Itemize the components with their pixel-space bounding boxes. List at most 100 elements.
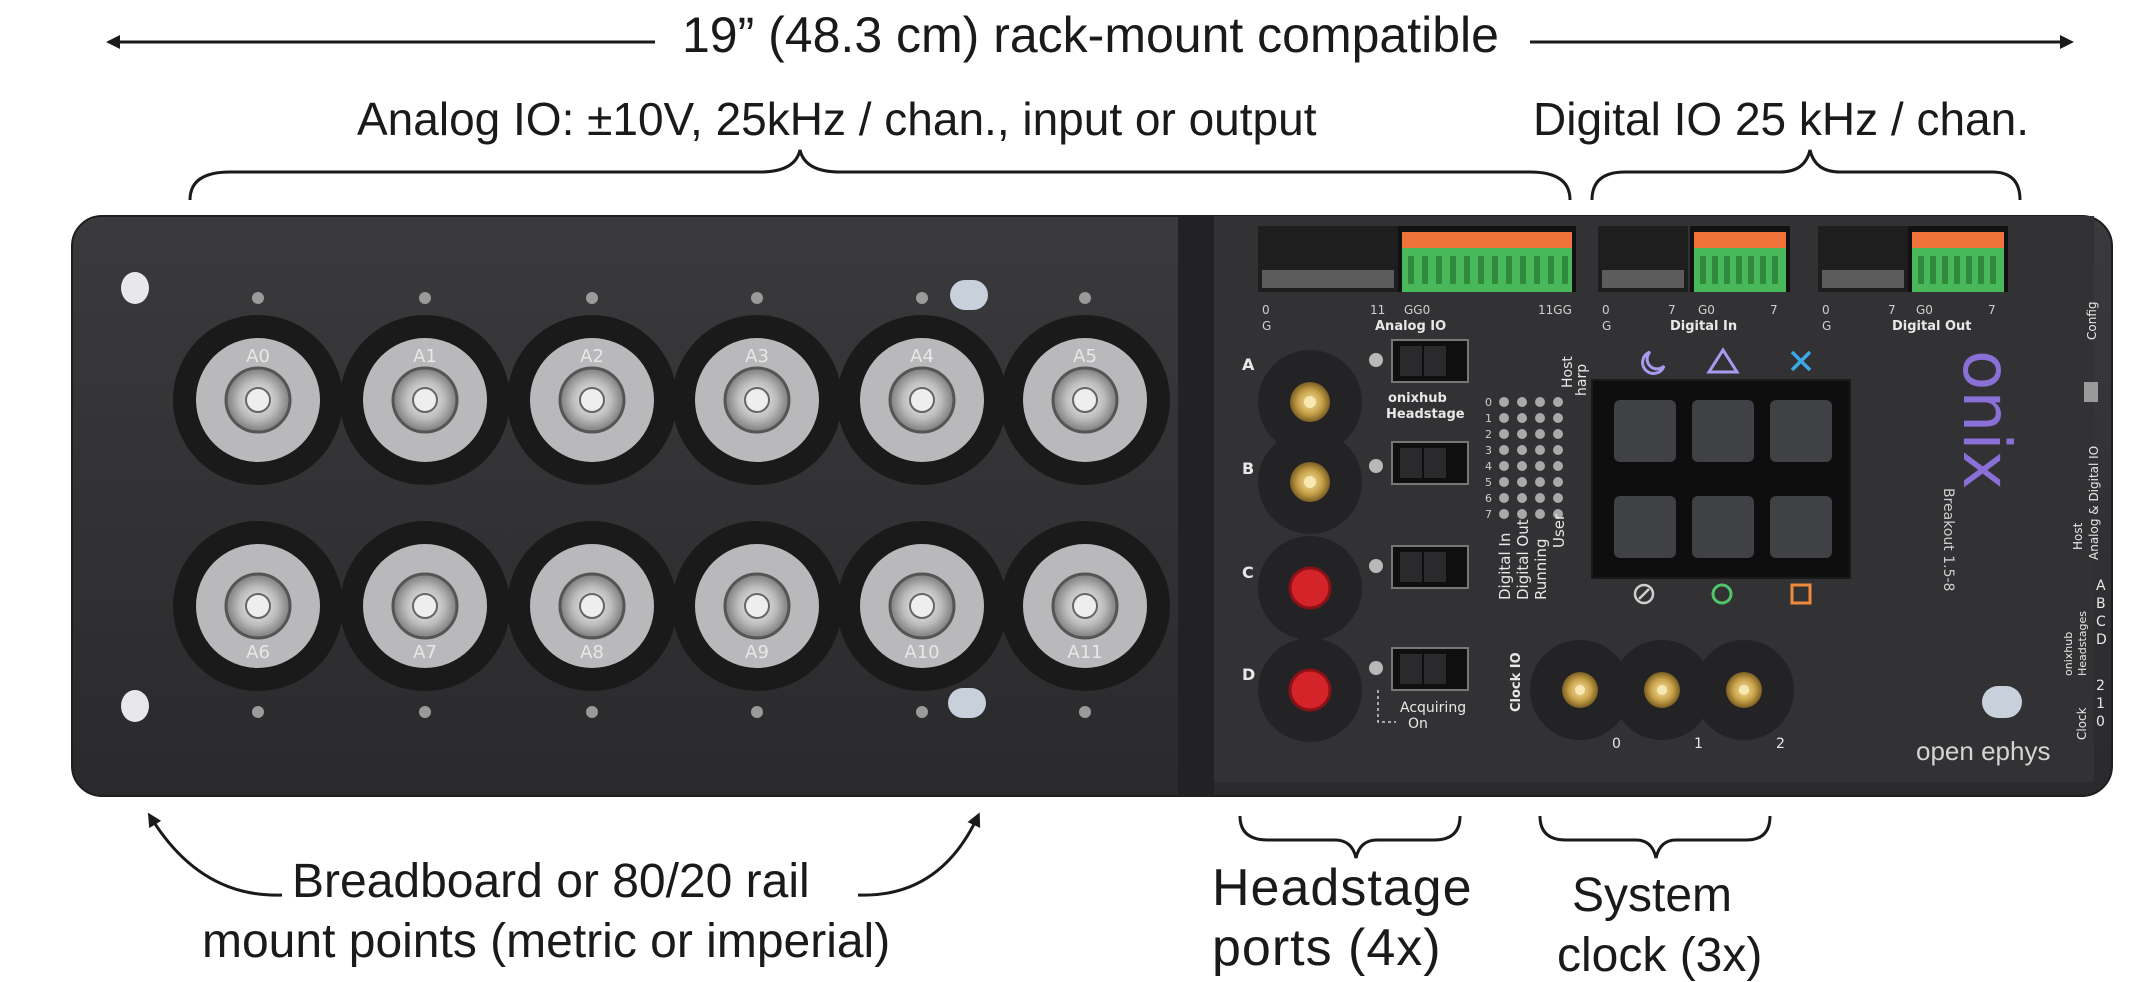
button-key-2[interactable] (1692, 400, 1754, 462)
headstage-port-a[interactable] (1258, 350, 1362, 454)
headstage-port-c[interactable] (1258, 536, 1362, 640)
svg-text:2: 2 (1485, 428, 1492, 441)
cross-icon (1790, 350, 1812, 372)
port-letter: B (1242, 459, 1254, 478)
bnc-row-bottom: A6 A7 A8 A9 A10 A11 (173, 521, 1170, 691)
analog-io-label: Analog IO: ±10V, 25kHz / chan., input or… (357, 93, 1317, 145)
svg-text:11GG: 11GG (1538, 303, 1572, 317)
system-clock-label-line2: clock (3x) (1557, 929, 1763, 982)
bnc-connector[interactable]: A11 (1000, 521, 1170, 691)
bnc-label: A6 (246, 642, 270, 663)
port-switch[interactable] (1391, 545, 1469, 589)
port-switch[interactable] (1391, 647, 1469, 691)
panel-divider (1178, 216, 1214, 796)
svg-text:7: 7 (1668, 303, 1676, 317)
bnc-label: A4 (910, 346, 934, 367)
bnc-label: A3 (745, 346, 769, 367)
bnc-label: A0 (246, 346, 270, 367)
button-key-1[interactable] (1614, 400, 1676, 462)
side-analog-digital-label: Analog & Digital IO (2087, 446, 2101, 560)
led-matrix (1499, 397, 1563, 519)
headstage-small-label: Headstage (1386, 407, 1465, 422)
svg-text:1: 1 (2096, 696, 2105, 712)
bnc-connector[interactable]: A3 (672, 315, 842, 485)
button-key-5[interactable] (1692, 496, 1754, 558)
bnc-connector[interactable]: A8 (507, 521, 677, 691)
bnc-label: A7 (413, 642, 437, 663)
svg-text:G0: G0 (1916, 303, 1933, 317)
mount-slot-top[interactable] (950, 280, 988, 310)
svg-text:G: G (1822, 319, 1831, 333)
port-letter: C (1242, 563, 1254, 582)
clock-connector-1[interactable] (1612, 640, 1712, 740)
svg-text:GG0: GG0 (1404, 303, 1430, 317)
mount-slot-bottom[interactable] (948, 688, 986, 718)
bnc-connector[interactable]: A9 (672, 521, 842, 691)
bnc-connector[interactable]: A6 (173, 521, 343, 691)
button-key-6[interactable] (1770, 496, 1832, 558)
svg-text:0: 0 (1822, 303, 1830, 317)
clock-io-label: Clock IO (1509, 652, 1524, 712)
bnc-connector[interactable]: A1 (340, 315, 510, 485)
bnc-connector[interactable]: A10 (837, 521, 1007, 691)
bnc-row-top: A0 A1 A2 A3 A4 A5 (173, 315, 1170, 485)
bnc-label: A11 (1067, 642, 1102, 663)
port-switch[interactable] (1391, 339, 1469, 383)
clock-connector-0[interactable] (1530, 640, 1630, 740)
open-ephys-brand: open ephys (1916, 736, 2050, 766)
bnc-connector[interactable]: A5 (1000, 315, 1170, 485)
terminal-digital-out: 0 7 G0 7 G Digital Out (1818, 226, 2008, 334)
terminal-digital-in: 0 7 G0 7 G Digital In (1598, 226, 1790, 334)
port-status-leds (1369, 353, 1383, 675)
button-key-4[interactable] (1614, 496, 1676, 558)
led-col-user: User (1550, 513, 1568, 548)
bnc-connector[interactable]: A7 (340, 521, 510, 691)
alignment-dots (252, 292, 1091, 718)
side-headstages-label: Headstages (2076, 611, 2089, 676)
mount-arrow-right (857, 812, 981, 897)
rack-mount-label: 19” (48.3 cm) rack-mount compatible (682, 7, 1499, 63)
mount-slot-right[interactable] (1982, 686, 2022, 718)
svg-text:G: G (1262, 319, 1271, 333)
onixhub-label: onixhub (1388, 391, 1447, 406)
digital-io-brace (1590, 149, 2022, 201)
config-port[interactable] (2084, 382, 2098, 402)
host-label: Host (1560, 356, 1576, 388)
system-clock-brace (1538, 815, 1772, 859)
svg-text:0: 0 (1262, 303, 1270, 317)
svg-text:1: 1 (1485, 412, 1492, 425)
led-number-labels: 0 1 2 3 4 5 6 7 (1485, 396, 1492, 521)
mount-hole-bottom-left[interactable] (121, 690, 149, 722)
digital-out-connector-label: Digital Out (1892, 319, 1972, 334)
clock-connector-2[interactable] (1694, 640, 1794, 740)
mount-points-label-line1: Breadboard or 80/20 rail (292, 855, 810, 908)
mount-hole-top-left[interactable] (121, 272, 149, 304)
terminal-analog-io: 0 11 GG0 11GG G Analog IO (1258, 226, 1576, 334)
system-clock-label-line1: System (1572, 869, 1733, 922)
svg-text:5: 5 (1485, 476, 1492, 489)
svg-text:C: C (2096, 614, 2106, 630)
bnc-connector[interactable]: A0 (173, 315, 343, 485)
svg-text:G: G (1602, 319, 1611, 333)
digital-io-label: Digital IO 25 kHz / chan. (1533, 93, 2029, 145)
button-key-3[interactable] (1770, 400, 1832, 462)
on-label: On (1408, 716, 1428, 732)
svg-text:0: 0 (1485, 396, 1492, 409)
headstage-ports-label-line2: ports (4x) (1212, 919, 1442, 977)
side-config-label: Config (2085, 301, 2099, 340)
side-onixhub-label: onixhub (2062, 632, 2075, 676)
bnc-connector[interactable]: A4 (837, 315, 1007, 485)
bnc-label: A9 (745, 642, 769, 663)
headstage-port-b[interactable] (1258, 430, 1362, 534)
circle-icon (1711, 583, 1733, 605)
svg-text:B: B (2096, 596, 2106, 612)
harp-label: harp (1574, 364, 1590, 396)
port-letter: D (1242, 665, 1255, 684)
acquiring-bracket (1377, 690, 1396, 723)
bnc-connector[interactable]: A2 (507, 315, 677, 485)
svg-text:6: 6 (1485, 492, 1492, 505)
mount-points-label-line2: mount points (metric or imperial) (202, 915, 891, 968)
headstage-port-d[interactable] (1258, 638, 1362, 742)
led-col-digital-out: Digital Out (1514, 519, 1532, 600)
port-switch[interactable] (1391, 441, 1469, 485)
